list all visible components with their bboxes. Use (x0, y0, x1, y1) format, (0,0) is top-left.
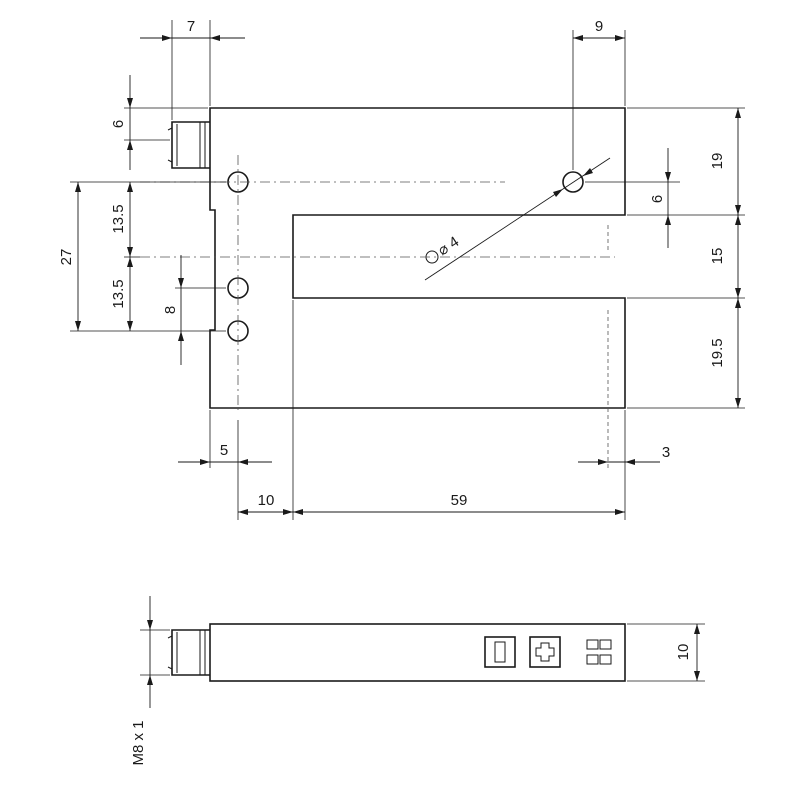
status-led-icon (586, 639, 612, 665)
right-mounting-hole (562, 171, 584, 193)
connector-thread (167, 127, 173, 131)
dim-label-thread: M8 x 1 (130, 720, 147, 765)
connector-stub (171, 121, 210, 169)
dim-label-hole-lower-spacing: 13.5 (110, 279, 127, 308)
dim-label-hole-diameter: ⌀ 4 (435, 233, 462, 259)
side-view-body (209, 623, 626, 682)
dim-label-slot-depth: 59 (451, 492, 468, 509)
dim-label-hole-pair-spacing: 8 (162, 306, 179, 314)
indicator-minus-icon (484, 636, 516, 668)
top-view: 7 6 27 13.5 13.5 8 9 (58, 18, 745, 520)
dim-label-right-edge-offset: 3 (662, 444, 670, 461)
dim-label-hole-upper-spacing: 13.5 (110, 204, 127, 233)
dim-label-connector-height: 6 (110, 120, 127, 128)
side-connector-stub (171, 629, 210, 676)
dim-label-hole-left-offset: 5 (220, 442, 228, 459)
dim-label-side-thickness: 10 (675, 644, 692, 661)
side-view: 10 M8 x 1 (130, 596, 705, 766)
indicator-plus-icon (529, 636, 561, 668)
dim-label-top-to-slot: 19 (709, 153, 726, 170)
dim-label-hole-total-spacing: 27 (58, 249, 75, 266)
dim-label-right-hole-offset: 9 (595, 18, 603, 35)
dim-label-slot-offset-left: 10 (258, 492, 275, 509)
dim-label-slot-width: 15 (709, 248, 726, 265)
sensor-body-outline (209, 107, 626, 409)
dim-label-connector-offset: 7 (187, 18, 195, 35)
connector-thread (167, 159, 173, 163)
dim-label-right-hole-to-slot: 6 (649, 195, 666, 203)
dim-label-bottom-to-slot: 19.5 (709, 338, 726, 367)
